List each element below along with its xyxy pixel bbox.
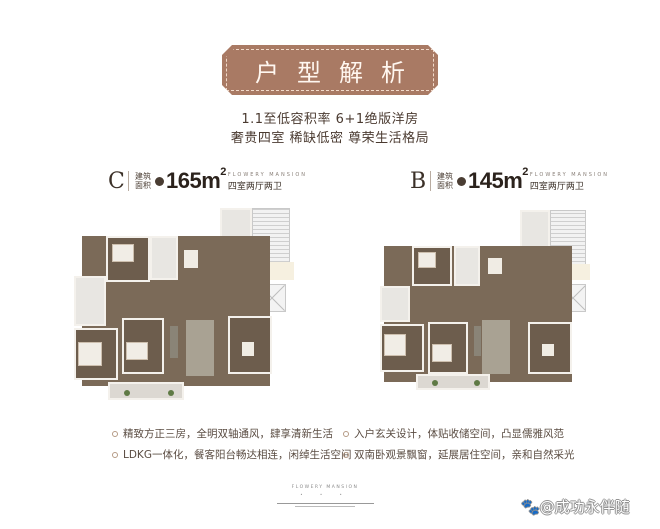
living-room-rug	[482, 320, 510, 374]
footer-divider	[295, 506, 355, 507]
footer-divider	[277, 503, 374, 504]
divider	[128, 171, 129, 191]
section-title-banner: 户型解析	[222, 45, 438, 95]
footer-dots: • • •	[300, 492, 350, 497]
feature-item: 精致方正三房，全明双轴通风，肆享清新生活	[112, 423, 351, 444]
desk	[242, 342, 254, 356]
features-right: 入户玄关设计，体贴收储空间，凸显儒雅风范 双南卧观景飘窗，延展居住空间，亲和自然…	[343, 423, 575, 465]
bed	[418, 252, 436, 268]
master-bathroom	[380, 286, 410, 322]
feature-item: LDKG一体化，餐客阳台畅达相连，闲绰生活空间	[112, 444, 351, 465]
area-value: 145m2	[468, 166, 528, 193]
floor-plan-c	[60, 200, 300, 400]
features-left: 精致方正三房，全明双轴通风，肆享清新生活 LDKG一体化，餐客阳台畅达相连，闲绰…	[112, 423, 351, 465]
section-title: 户型解析	[255, 58, 423, 87]
bed	[432, 344, 452, 362]
area-label: 建筑面积	[437, 172, 453, 190]
plant	[474, 380, 480, 386]
footer-english: FLOWERY MANSION	[291, 485, 359, 490]
floor-plan-b	[370, 200, 590, 390]
feature-item: 双南卧观景飘窗，延展居住空间，亲和自然采光	[343, 444, 575, 465]
unit-b-heading: B 建筑面积 145m2 FLOWERY MANSION 四室两厅两卫	[410, 166, 610, 194]
bullet-icon	[343, 451, 349, 458]
bullet-icon	[343, 430, 349, 437]
unit-letter: C	[108, 168, 125, 194]
room-layout: 四室两厅两卫	[529, 182, 584, 192]
unit-letter: B	[410, 168, 427, 194]
desk	[542, 344, 554, 356]
subtitle-line-2: 奢贵四室 稀缺低密 尊荣生活格局	[230, 131, 430, 146]
living-room-rug	[186, 320, 214, 376]
feature-item: 入户玄关设计，体贴收储空间，凸显儒雅风范	[343, 423, 575, 444]
dining-table	[488, 258, 502, 274]
bullet-icon	[155, 176, 164, 186]
plant	[432, 380, 438, 386]
bullet-icon	[112, 451, 118, 458]
bullet-icon	[457, 176, 466, 186]
dining-table	[184, 250, 198, 268]
bed	[78, 342, 102, 366]
plant	[168, 390, 174, 396]
sofa	[170, 326, 178, 358]
divider	[430, 171, 431, 191]
area-value: 165m2	[166, 166, 226, 193]
unit-c-heading: C 建筑面积 165m2 FLOWERY MANSION 四室两厅两卫	[108, 166, 308, 194]
english-caption: FLOWERY MANSION	[227, 172, 308, 178]
south-balcony	[416, 374, 490, 390]
area-label: 建筑面积	[135, 172, 151, 190]
plant	[124, 390, 130, 396]
english-caption: FLOWERY MANSION	[529, 172, 610, 178]
room-layout: 四室两厅两卫	[227, 182, 282, 192]
master-bathroom	[74, 276, 106, 326]
bullet-icon	[112, 430, 118, 437]
bathroom	[150, 236, 178, 280]
watermark: 🐾@成功永伴随	[521, 498, 630, 516]
subtitle-line-1: 1.1至低容积率 6+1绝版洋房	[241, 112, 419, 127]
footer-brand-mark: FLOWERY MANSION • • •	[260, 485, 390, 507]
bed	[126, 342, 148, 360]
sofa	[474, 326, 481, 356]
bathroom	[454, 246, 480, 286]
bed	[384, 334, 406, 356]
bed	[112, 244, 134, 262]
